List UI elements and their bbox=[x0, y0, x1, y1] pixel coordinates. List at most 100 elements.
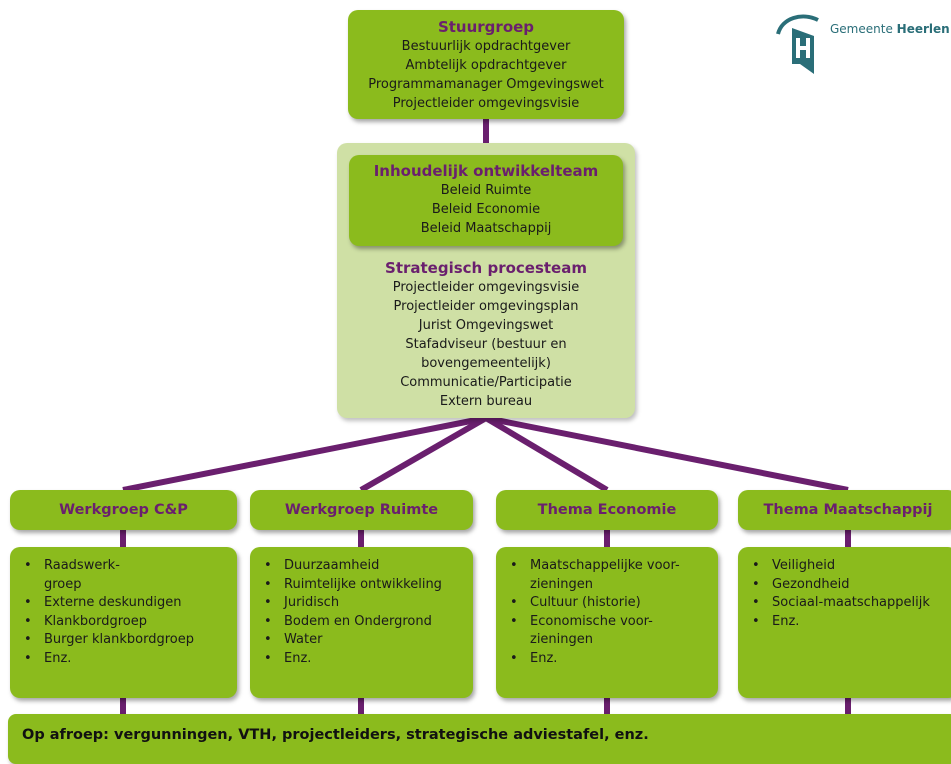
ontwikkelteam-line: Beleid Economie bbox=[431, 202, 541, 217]
list-item: • Juridisch bbox=[260, 594, 463, 613]
bullet-icon: • bbox=[264, 632, 272, 647]
list-item: • Gezondheid bbox=[748, 576, 948, 595]
bullet-icon: • bbox=[24, 650, 32, 666]
connector-team-cp bbox=[122, 415, 487, 493]
list-item: • Maatschappelijke voor- zieningen bbox=[506, 557, 708, 594]
list-item-label: Juridisch bbox=[284, 595, 340, 610]
stuurgroep-line: Ambtelijk opdrachtgever bbox=[405, 58, 567, 73]
bullet-icon: • bbox=[752, 613, 760, 629]
stuurgroep-title: Stuurgroep bbox=[437, 18, 535, 36]
list-item: • Enz. bbox=[260, 650, 463, 669]
list-item-label: Gezondheid bbox=[772, 576, 850, 592]
stuurgroep-line: Programmamanager Omgevingswet bbox=[368, 77, 604, 92]
list-item: • Enz. bbox=[748, 613, 948, 632]
bullet-icon: • bbox=[24, 632, 32, 647]
list-item-label: Cultuur (historie) bbox=[530, 595, 641, 610]
bullet-icon: • bbox=[752, 595, 760, 610]
list-item-label: Duurzaamheid bbox=[284, 558, 380, 573]
list-item-label: Raadswerk- groep bbox=[44, 558, 120, 592]
gemeente-heerlen-logo: Gemeente Heerlen bbox=[772, 8, 951, 78]
list-item: • Ruimtelijke ontwikkeling bbox=[260, 576, 463, 595]
stuurgroep-line: Bestuurlijk opdrachtgever bbox=[401, 39, 571, 54]
list-item: • Enz. bbox=[20, 650, 227, 669]
thema-economie-header: Thema Economie bbox=[496, 490, 718, 530]
thema-maatschappij-list: • Veiligheid • Gezondheid • Sociaal-maatschap… bbox=[738, 547, 951, 698]
connector-team-economie bbox=[484, 415, 609, 493]
bullet-icon: • bbox=[24, 595, 32, 610]
list-item: • Sociaal-maatschappelijk bbox=[748, 594, 948, 613]
list-item-label: Enz. bbox=[530, 650, 558, 666]
list-item-label: Ruimtelijke ontwikkeling bbox=[284, 576, 442, 592]
list-item: • Bodem en Ondergrond bbox=[260, 613, 463, 632]
bullet-icon: • bbox=[264, 650, 272, 666]
list-item-label: Klankbordgroep bbox=[44, 613, 147, 629]
list-item: • Externe deskundigen bbox=[20, 594, 227, 613]
werkgroep-ruimte-list: • Duurzaamheid • Ruimtelijke ontwikkeling • J… bbox=[250, 547, 473, 698]
list-item: • Cultuur (historie) bbox=[506, 594, 708, 613]
bullet-icon: • bbox=[264, 613, 272, 629]
stuurgroep-line: Projectleider omgevingsvisie bbox=[392, 96, 580, 111]
list-item: • Enz. bbox=[506, 650, 708, 669]
op-afroep-text: Op afroep: vergunningen, VTH, projectlei… bbox=[22, 727, 649, 743]
bullet-icon: • bbox=[510, 595, 518, 610]
bullet-icon: • bbox=[510, 650, 518, 666]
bullet-icon: • bbox=[264, 595, 272, 610]
list-item: • Burger klankbordgroep bbox=[20, 631, 227, 650]
heerlen-emblem-icon bbox=[776, 14, 819, 74]
werkgroep-ruimte-header: Werkgroep Ruimte bbox=[250, 490, 473, 530]
ontwikkelteam-line: Beleid Maatschappij bbox=[420, 221, 552, 236]
logo-text: Gemeente Heerlen bbox=[830, 22, 950, 36]
thema-economie-list: • Maatschappelijke voor- zieningen • Cultuu… bbox=[496, 547, 718, 698]
ontwikkelteam-title: Inhoudelijk ontwikkelteam bbox=[373, 162, 599, 180]
thema-maatschappij-title: Thema Maatschappij bbox=[763, 501, 933, 518]
list-item-label: Sociaal-maatschappelijk bbox=[772, 595, 930, 610]
bullet-icon: • bbox=[510, 613, 518, 629]
connector-team-ruimte bbox=[359, 415, 488, 493]
list-item: • Veiligheid bbox=[748, 557, 948, 576]
list-item: • Raadswerk- groep bbox=[20, 557, 227, 594]
procesteam-line: bovengemeentelijk) bbox=[421, 356, 551, 371]
list-item-label: Enz. bbox=[44, 650, 72, 666]
procesteam-line: Communicatie/Participatie bbox=[400, 375, 572, 390]
werkgroep-cp-title: Werkgroep C&P bbox=[59, 501, 188, 518]
bullet-icon: • bbox=[752, 558, 760, 573]
list-item-label: Economische voor- zieningen bbox=[530, 613, 653, 648]
logo-prefix: Gemeente bbox=[830, 22, 893, 36]
werkgroep-ruimte-title: Werkgroep Ruimte bbox=[284, 501, 439, 518]
logo-name: Heerlen bbox=[896, 22, 950, 36]
op-afroep-bar: Op afroep: vergunningen, VTH, projectlei… bbox=[8, 714, 951, 764]
list-item: • Economische voor- zieningen bbox=[506, 613, 708, 650]
procesteam-title: Strategisch procesteam bbox=[385, 259, 587, 277]
werkgroep-cp-list: • Raadswerk- groep • Externe deskundigen • Kl… bbox=[10, 547, 237, 698]
list-item-label: Burger klankbordgroep bbox=[44, 632, 194, 647]
procesteam-line: Projectleider omgevingsvisie bbox=[392, 280, 580, 295]
list-item-label: Bodem en Ondergrond bbox=[284, 613, 432, 629]
bullet-icon: • bbox=[264, 576, 272, 592]
procesteam-line: Projectleider omgevingsplan bbox=[393, 299, 579, 314]
list-item-label: Water bbox=[284, 632, 323, 647]
thema-maatschappij-header: Thema Maatschappij bbox=[738, 490, 951, 530]
list-item-label: Enz. bbox=[284, 650, 312, 666]
stuurgroep-box: Stuurgroep Bestuurlijk opdrachtgever Amb… bbox=[348, 10, 624, 119]
bullet-icon: • bbox=[510, 558, 518, 573]
bullet-icon: • bbox=[264, 558, 272, 573]
ontwikkelteam-line: Beleid Ruimte bbox=[440, 183, 532, 198]
procesteam-line: Jurist Omgevingswet bbox=[418, 318, 554, 333]
bullet-icon: • bbox=[24, 613, 32, 629]
connector-team-maatschappij bbox=[485, 415, 849, 493]
bullet-icon: • bbox=[752, 576, 760, 592]
list-item: • Water bbox=[260, 631, 463, 650]
list-item-label: Veiligheid bbox=[772, 558, 836, 573]
list-item-label: Maatschappelijke voor- zieningen bbox=[530, 558, 680, 592]
list-item-label: Enz. bbox=[772, 613, 800, 629]
ontwikkelteam-box: Inhoudelijk ontwikkelteam Beleid Ruimte … bbox=[349, 155, 623, 246]
list-item: • Klankbordgroep bbox=[20, 613, 227, 632]
werkgroep-cp-header: Werkgroep C&P bbox=[10, 490, 237, 530]
list-item-label: Externe deskundigen bbox=[44, 595, 182, 610]
procesteam-line: Extern bureau bbox=[439, 394, 533, 409]
procesteam-line: Stafadviseur (bestuur en bbox=[405, 337, 567, 352]
bullet-icon: • bbox=[24, 558, 32, 573]
thema-economie-title: Thema Economie bbox=[537, 501, 677, 518]
list-item: • Duurzaamheid bbox=[260, 557, 463, 576]
